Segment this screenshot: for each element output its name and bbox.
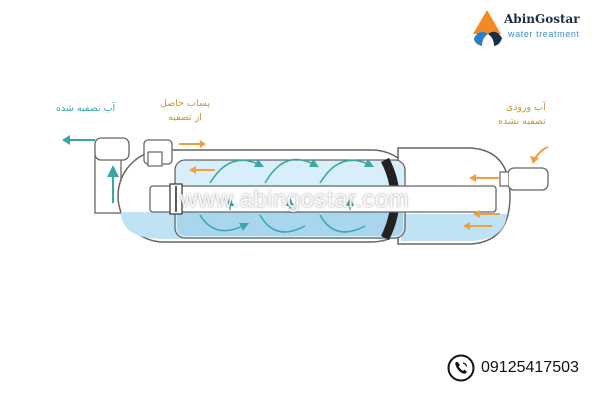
permeate-flow-arrows: [225, 197, 355, 210]
raw-water-label-line2: تصفیه نشده: [498, 116, 546, 127]
flow-swirls: [199, 158, 375, 233]
concentrate-label-line1: پساب حاصل: [160, 98, 211, 109]
concentrate-label-line2: از تصفیه: [168, 112, 202, 123]
website-watermark: www.abingostar.com: [180, 186, 410, 213]
phone-icon: [447, 354, 475, 382]
concentrate-outlet-fitting: [143, 139, 173, 167]
treated-water-arrow: [62, 135, 95, 145]
raw-water-label-line1: آب ورودی: [505, 102, 546, 113]
brand-tagline: water treatment: [508, 29, 580, 39]
brand-logo: AbinGostar water treatment: [470, 6, 595, 52]
raw-water-label: آب ورودی تصفیه نشده: [498, 101, 546, 129]
drop-mountain-icon: [473, 10, 502, 46]
treated-water-label: آب تصفیه شده: [56, 103, 116, 114]
brand-name: AbinGostar: [504, 12, 580, 26]
raw-water-inlet-fitting: [499, 167, 549, 191]
feed-flow-arrows: [179, 140, 549, 230]
contact-phone: 09125417503: [447, 351, 597, 385]
concentrate-label: پساب حاصل از تصفیه: [160, 97, 210, 125]
phone-number: 09125417503: [481, 359, 579, 376]
treated-water-outlet-pipe: [94, 137, 130, 214]
